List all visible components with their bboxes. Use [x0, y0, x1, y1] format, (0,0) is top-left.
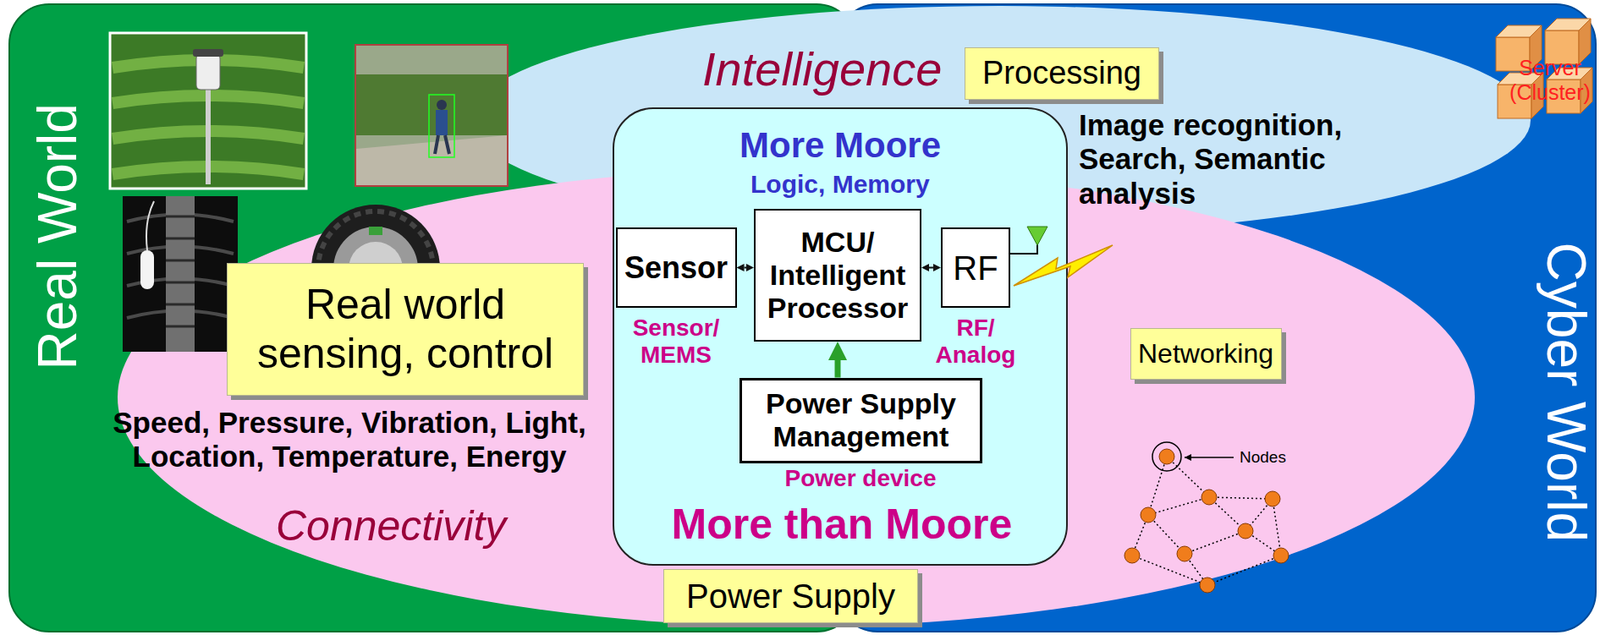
- network-node: [1199, 577, 1216, 594]
- function-box: Power Supply: [663, 569, 919, 624]
- server-top: [1545, 18, 1591, 31]
- leader-line: [1184, 456, 1234, 459]
- person-legs: [434, 135, 450, 154]
- photo-frame: [355, 44, 508, 187]
- box-label: Networking: [1138, 338, 1274, 370]
- rim: [333, 226, 418, 312]
- network-node: [1124, 548, 1140, 564]
- block-label: Sensor: [624, 250, 728, 286]
- theme-label: Intelligence: [702, 42, 942, 97]
- box-label: Processing: [982, 54, 1142, 93]
- theme-label: Connectivity: [275, 502, 506, 552]
- photo-frame: [122, 196, 238, 352]
- block-label: RF: [952, 248, 998, 288]
- antenna-wire: [1010, 243, 1038, 254]
- function-box: Processing: [964, 47, 1160, 100]
- box-label: Power Supply: [686, 577, 896, 616]
- region-label: Real World: [26, 103, 89, 370]
- antenna-symbol: [1027, 226, 1048, 246]
- spine: [165, 196, 195, 352]
- network-node: [1264, 491, 1281, 507]
- capsule: [140, 250, 154, 290]
- person-body: [435, 109, 448, 136]
- xray-photo: [122, 196, 238, 352]
- sensor-pole: [205, 84, 211, 185]
- function-box: Networking: [1130, 328, 1282, 380]
- sensor-cap: [192, 49, 224, 57]
- field-sensor-photo: [109, 32, 307, 189]
- network-node: [1273, 548, 1289, 564]
- hub: [348, 241, 403, 297]
- tire-sensor: [368, 226, 383, 236]
- region-label: Cyber World: [1534, 242, 1597, 543]
- quantity-list: Speed, Pressure, Vibration, Light, Locat…: [95, 406, 604, 475]
- crop-rows: [112, 60, 304, 175]
- technology-label: RF/ Analog: [929, 314, 1023, 369]
- network-node: [1176, 546, 1193, 562]
- box-label: Real world sensing, control: [240, 280, 571, 379]
- panel-heading: Logic, Memory: [750, 170, 930, 200]
- tire-photo: [311, 204, 440, 334]
- callout-label: Nodes: [1239, 448, 1316, 468]
- capsule-wire: [146, 201, 154, 251]
- block-label: Power Supply Management: [748, 387, 974, 454]
- panel-heading: More than Moore: [671, 500, 1013, 550]
- block-box: Power Supply Management: [739, 378, 983, 464]
- person-head: [436, 99, 447, 110]
- feature-list: Image recognition, Search, Semantic anal…: [1078, 108, 1375, 211]
- tread: [318, 211, 434, 327]
- server-label: Server (Cluster): [1507, 55, 1593, 105]
- connector-arrow: [744, 267, 748, 270]
- ribs: [126, 214, 234, 319]
- function-box: Real world sensing, control: [226, 263, 584, 396]
- vertebrae: [165, 216, 195, 327]
- network-links: [1132, 456, 1282, 586]
- rf-antenna: [1010, 226, 1113, 286]
- server-cluster: [1495, 18, 1593, 119]
- block-box: RF: [940, 227, 1011, 308]
- technology-label: Power device: [761, 465, 960, 493]
- server-top: [1495, 25, 1542, 38]
- network-node: [1201, 489, 1217, 506]
- network-node: [1237, 523, 1254, 539]
- surveillance-photo: [355, 44, 508, 187]
- radio-bolt: [1013, 245, 1113, 286]
- connector-arrow: [835, 360, 842, 379]
- highlight-ring: [1152, 442, 1182, 472]
- technology-label: Sensor/ MEMS: [625, 314, 727, 369]
- panel-heading: More Moore: [739, 125, 941, 166]
- block-box: MCU/ Intelligent Processor: [753, 208, 922, 342]
- hedge: [356, 74, 507, 136]
- tire: [311, 204, 440, 334]
- network-node: [1159, 449, 1175, 465]
- sensor-housing: [196, 54, 220, 90]
- network-node: [1140, 507, 1156, 523]
- walkway: [356, 135, 507, 186]
- tracking-box: [428, 94, 455, 158]
- photo-frame: [109, 32, 307, 189]
- block-box: Sensor: [615, 227, 737, 308]
- connector-arrow: [929, 267, 934, 270]
- block-label: MCU/ Intelligent Processor: [762, 225, 913, 325]
